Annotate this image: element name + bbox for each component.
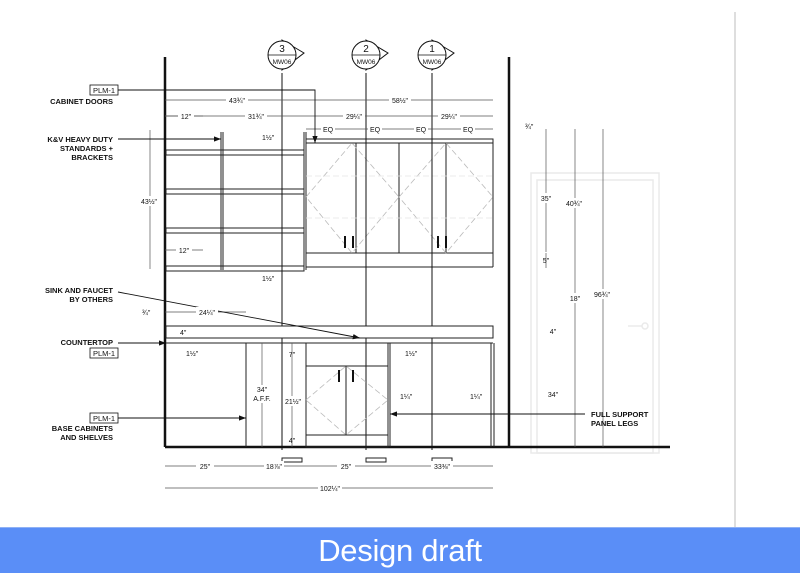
dimension-label: 58½" xyxy=(392,97,409,105)
door-handles xyxy=(344,236,447,248)
dimension-label: 29¼" xyxy=(441,114,458,121)
callout-text: STANDARDS + xyxy=(60,144,114,153)
dimension-label: EQ xyxy=(416,127,427,134)
section-sheet: MW06 xyxy=(423,59,442,66)
base-cabinets xyxy=(245,342,495,448)
callout-base-cabinets: PLM-1 BASE CABINETS AND SHELVES xyxy=(52,412,119,442)
callout-sink: SINK AND FAUCET BY OTHERS xyxy=(45,286,113,304)
dimension-label: 18⅞" xyxy=(266,464,283,471)
dimension-label: 35" xyxy=(541,196,552,203)
dimension-label: ¾" xyxy=(525,124,534,131)
dimension-label: 25" xyxy=(200,464,211,471)
caption-text: Design draft xyxy=(318,532,482,568)
dimension-label: 25" xyxy=(341,464,352,471)
dimension-label: 1½" xyxy=(405,350,418,358)
dimension-label: 1½" xyxy=(262,275,275,283)
callout-text: BY OTHERS xyxy=(69,295,113,304)
drawing-canvas: 3 MW06 2 MW06 1 MW06 xyxy=(44,12,736,528)
dimension-label: 43¾" xyxy=(229,98,246,105)
dimension-label: 34" xyxy=(257,387,268,394)
wall-lines xyxy=(163,57,670,449)
dimension-label: 33⅜" xyxy=(434,464,451,471)
dimension-label: 40¾" xyxy=(566,201,583,208)
section-number: 3 xyxy=(279,44,285,55)
dimension-label: 29¼" xyxy=(346,114,363,121)
dimension-label: 96¾" xyxy=(594,292,611,299)
dimension-label: 1¼" xyxy=(400,394,413,401)
door-swing-lines xyxy=(305,142,494,254)
callout-text: FULL SUPPORT xyxy=(591,410,649,419)
open-shelving xyxy=(165,132,307,272)
panel-divider xyxy=(734,12,736,528)
section-sheet: MW06 xyxy=(357,59,376,66)
sink-handles xyxy=(338,370,354,382)
section-marker-1: 1 MW06 xyxy=(417,39,455,72)
callout-cabinet-doors: PLM-1 CABINET DOORS xyxy=(50,84,119,106)
callout-text: BRACKETS xyxy=(71,153,113,162)
dimension-label: 1¼" xyxy=(470,394,483,401)
dimension-label: 21½" xyxy=(285,398,302,406)
countertop xyxy=(165,325,494,344)
dimension-label: ¾" xyxy=(142,310,151,317)
dimension-label: 4" xyxy=(550,329,557,336)
section-marker-3: 3 MW06 xyxy=(267,39,305,72)
material-tag: PLM-1 xyxy=(93,349,115,358)
callout-text: AND SHELVES xyxy=(60,433,113,442)
panel-legs xyxy=(281,457,453,463)
section-marker-2: 2 MW06 xyxy=(351,39,389,72)
upper-cabinets xyxy=(305,138,494,268)
dimension-label: 12" xyxy=(181,114,192,121)
dimension-label: 7" xyxy=(289,352,296,359)
caption-banner: Design draft xyxy=(0,527,800,573)
dimension-lines xyxy=(149,99,604,489)
callout-text: SINK AND FAUCET xyxy=(45,286,113,295)
material-tag: PLM-1 xyxy=(93,414,115,423)
dimension-label: 4" xyxy=(289,438,296,445)
section-lines xyxy=(281,73,433,450)
callout-standards: K&V HEAVY DUTY STANDARDS + BRACKETS xyxy=(47,135,113,162)
dimension-label: EQ xyxy=(463,127,474,134)
dimension-label: 1½" xyxy=(186,350,199,358)
dimension-label: 12" xyxy=(179,248,190,255)
door-outline xyxy=(530,172,660,454)
dimension-label: 24¼" xyxy=(199,310,216,317)
section-number: 1 xyxy=(429,44,435,55)
dimension-label: EQ xyxy=(323,127,334,134)
dimension-label: 34" xyxy=(548,392,559,399)
callout-text: PANEL LEGS xyxy=(591,419,638,428)
section-sheet: MW06 xyxy=(273,59,292,66)
dimension-label: 1½" xyxy=(262,134,275,142)
leader-lines xyxy=(117,89,585,421)
dimension-label: 5" xyxy=(543,258,550,265)
millwork-elevation-drawing: 3 MW06 2 MW06 1 MW06 xyxy=(45,39,670,493)
dimension-label: 18" xyxy=(570,296,581,303)
callout-text: K&V HEAVY DUTY xyxy=(47,135,113,144)
material-tag: PLM-1 xyxy=(93,86,115,95)
dimension-label: 31¾" xyxy=(248,114,265,121)
dimension-label: 43½" xyxy=(141,198,158,206)
section-number: 2 xyxy=(363,44,369,55)
callout-panel-legs: FULL SUPPORT PANEL LEGS xyxy=(591,410,649,428)
callout-countertop: COUNTERTOP PLM-1 xyxy=(61,338,119,359)
callout-text: COUNTERTOP xyxy=(61,338,113,347)
dimension-label: A.F.F. xyxy=(253,396,271,403)
callout-text: BASE CABINETS xyxy=(52,424,113,433)
dimension-label: 102¼" xyxy=(320,486,341,493)
dimension-label: EQ xyxy=(370,127,381,134)
callout-text: CABINET DOORS xyxy=(50,97,113,106)
dimension-texts: 43¾" 58½" 12" 31¾" 29¼" 29¼" EQ EQ EQ EQ… xyxy=(138,95,613,493)
dimension-label: 4" xyxy=(180,330,187,337)
sink-door-swing xyxy=(305,365,389,436)
